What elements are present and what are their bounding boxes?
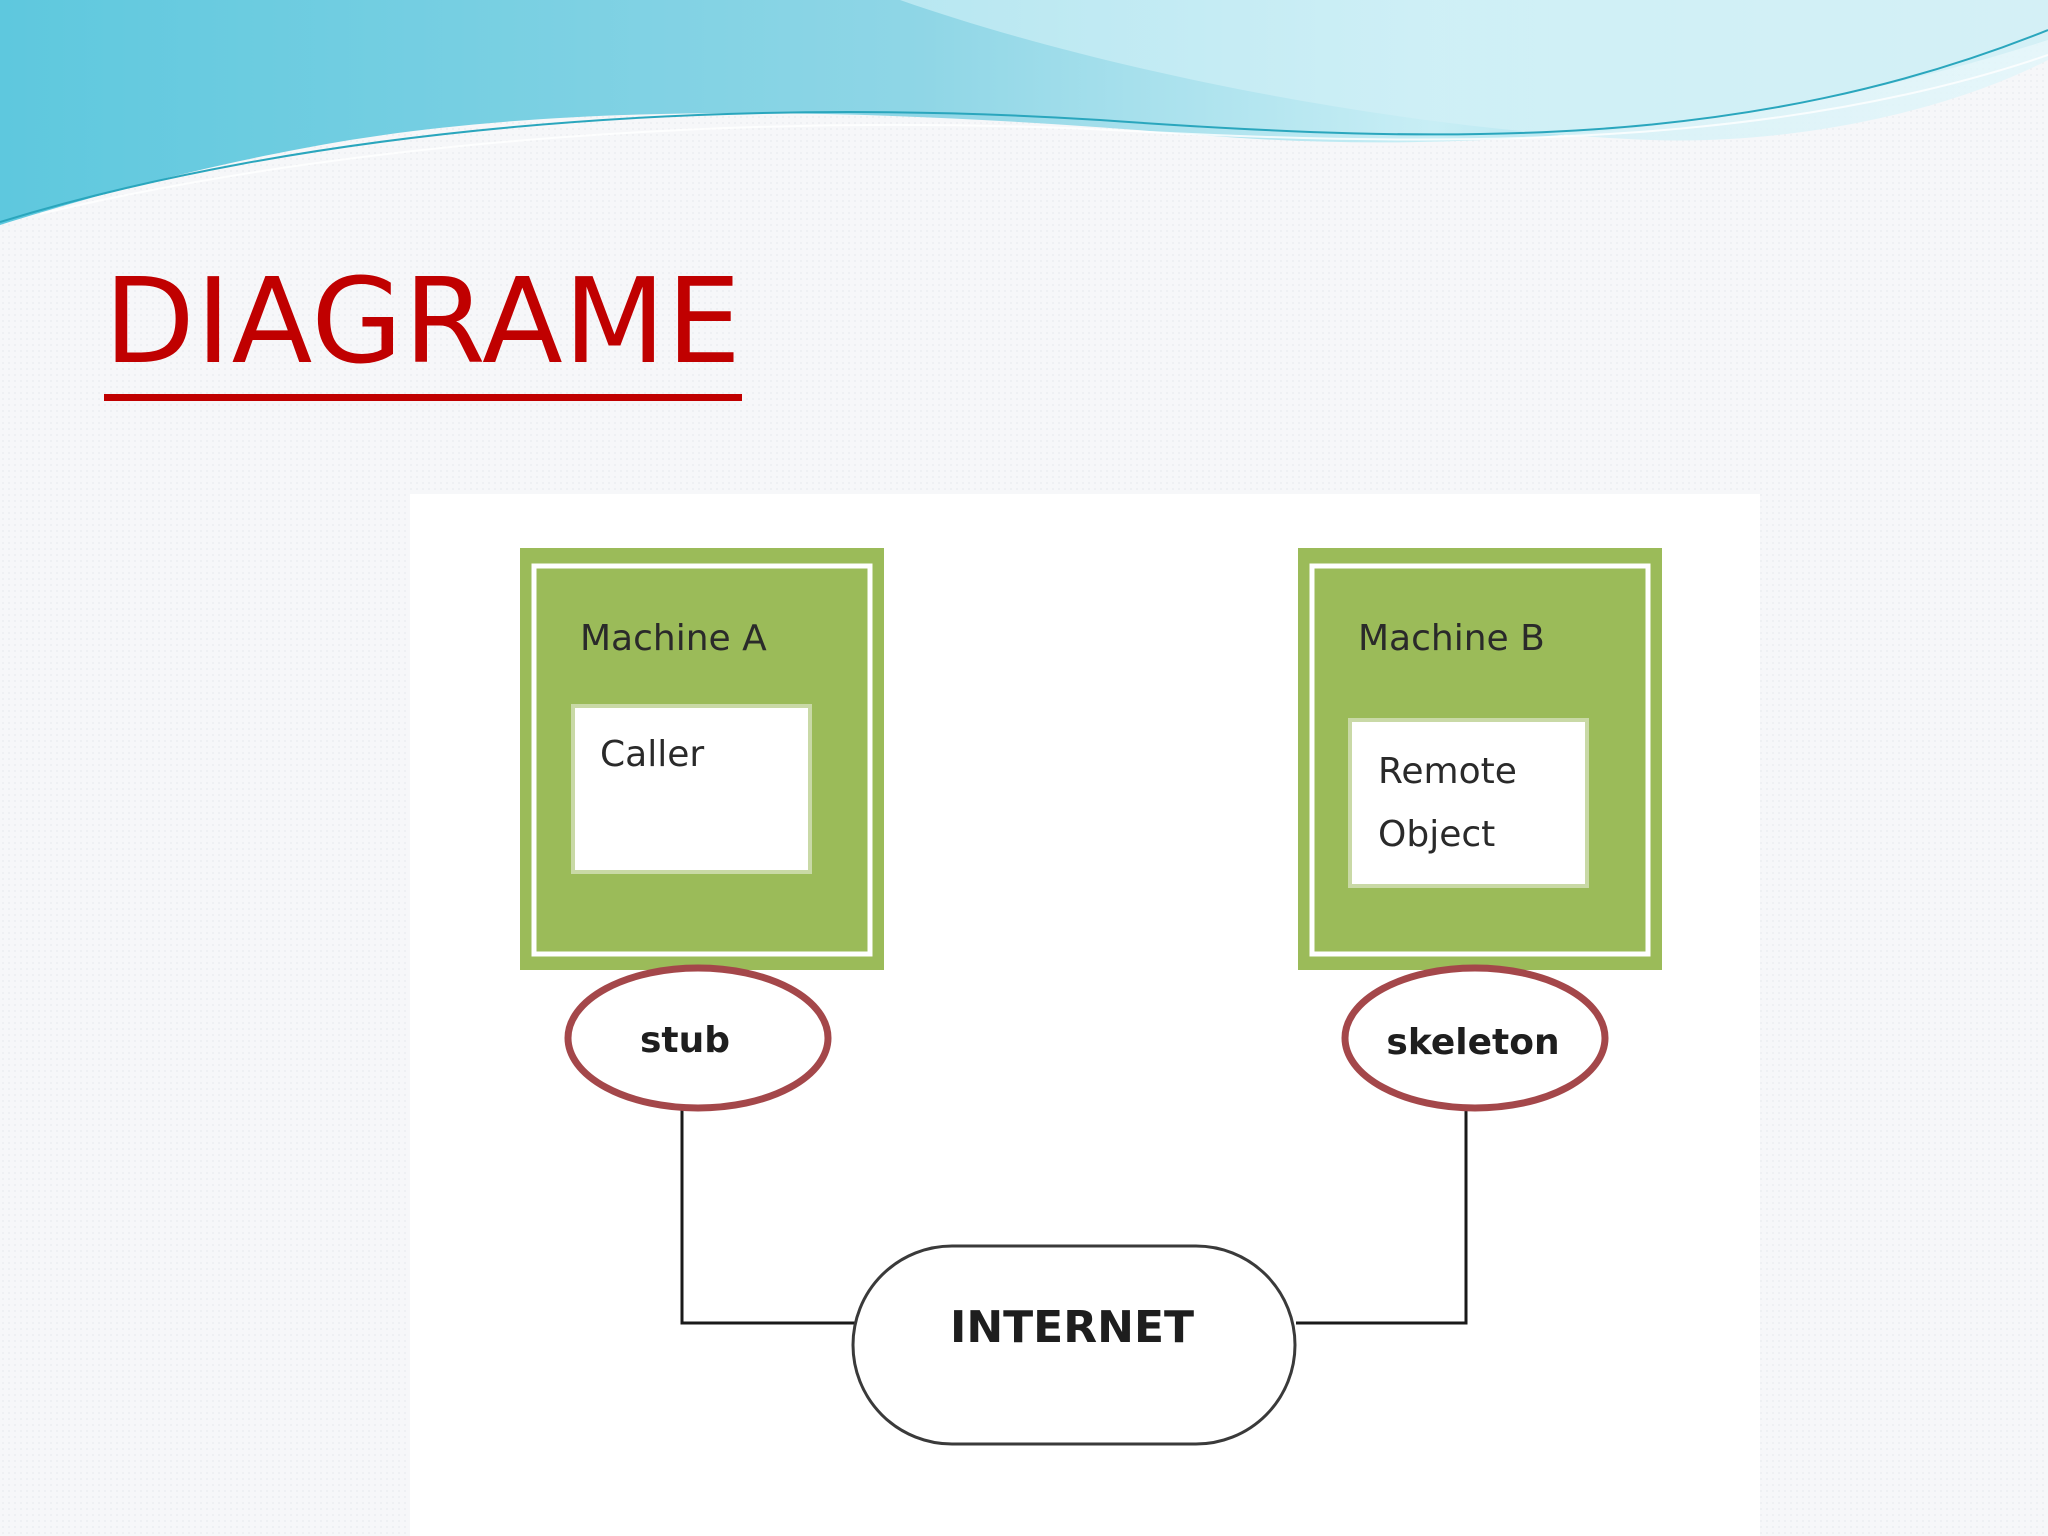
machine-b-label: Machine B xyxy=(1358,618,1545,659)
caller-box xyxy=(571,704,812,874)
caller-label: Caller xyxy=(600,734,704,775)
skeleton-label: skeleton xyxy=(1386,1022,1559,1063)
connector-line-stub-internet xyxy=(680,1108,856,1325)
connector-line-skeleton-internet xyxy=(1296,1108,1468,1325)
internet-label: INTERNET xyxy=(950,1302,1194,1353)
machine-a-box: Machine A Caller xyxy=(520,548,884,970)
skeleton-connector: skeleton xyxy=(1341,964,1609,1112)
slide-title: DIAGRAME xyxy=(104,262,743,401)
machine-a-label: Machine A xyxy=(580,618,767,659)
stub-connector: stub xyxy=(564,964,832,1112)
machine-b-box: Machine B Remote Object xyxy=(1298,548,1662,970)
stub-label: stub xyxy=(640,1020,730,1061)
remote-object-label-line2: Object xyxy=(1378,814,1495,855)
remote-object-box xyxy=(1348,718,1589,888)
header-wave-decoration xyxy=(0,0,2048,225)
remote-object-label-line1: Remote xyxy=(1378,751,1517,792)
internet-node: INTERNET xyxy=(851,1244,1297,1446)
